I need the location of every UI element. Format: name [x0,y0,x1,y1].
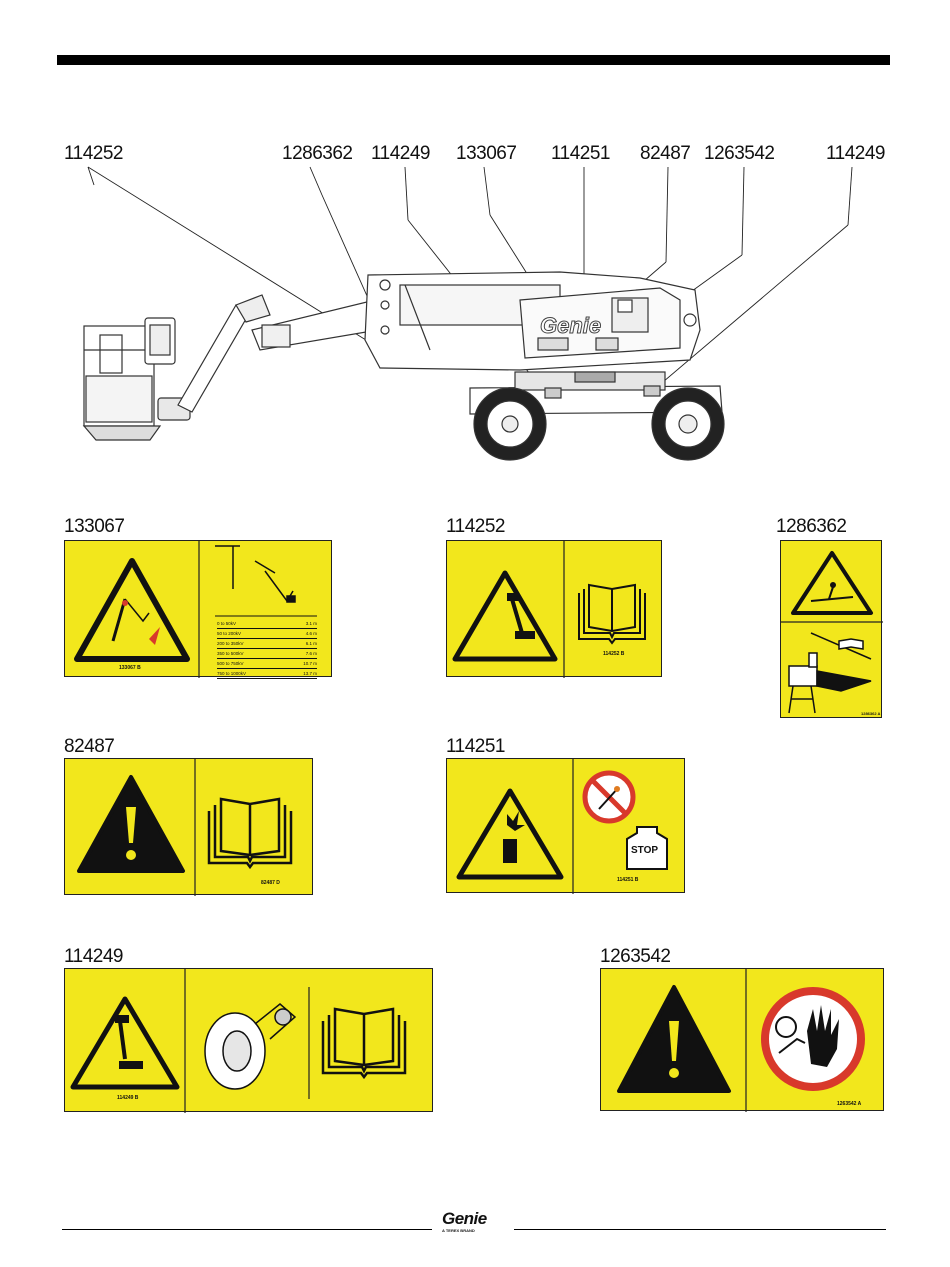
crush-hazard-warning-icon [70,996,180,1090]
callout-114252: 114252 [64,143,124,164]
callout-114249-rear: 114249 [826,143,886,164]
stop-engine-icon [626,826,668,870]
decal-114249-title: 114249 [64,946,124,967]
callout-1263542: 1263542 [704,143,775,164]
manual-book-icon [207,797,293,870]
decal-1286362: 1286362 A [780,540,883,718]
callout-82487: 82487 [640,143,691,164]
decal-82487-title: 82487 [64,736,115,757]
footer-rule-left [62,1229,432,1230]
decal-114251-title: 114251 [446,736,506,757]
machine-brand: Genie [540,313,601,338]
manual-book-icon [321,1007,407,1080]
callout-114251: 114251 [551,143,611,164]
power-line-clearance-icon [215,545,296,603]
decal-114251: STOP 114251 B [446,758,685,894]
decal-code: 1263542 A [837,1101,862,1107]
do-not-touch-icon [761,987,865,1091]
tire-and-wheel-icon [204,1003,297,1090]
decal-114252: 114252 B [446,540,662,678]
decal-114252-title: 114252 [446,516,506,537]
decal-code: 1286362 A [861,711,881,716]
decal-1286362-title: 1286362 [776,516,847,537]
explosion-hazard-warning-icon [456,788,564,880]
decal-114249: 114249 B [64,968,433,1113]
fall-hazard-warning-icon [791,551,873,615]
callout-1286362: 1286362 [282,143,353,164]
platform-manual-icon [788,632,872,714]
stop-text: STOP [631,845,659,856]
decal-133067-title: 133067 [64,516,125,537]
general-warning-icon [617,985,731,1093]
decal-1263542-title: 1263542 [600,946,671,967]
decal-code: 133067 B [119,665,141,671]
decal-code: 114249 B [117,1095,139,1101]
decal-1263542: 1263542 A [600,968,884,1112]
callout-133067: 133067 [456,143,517,164]
header-rule [57,55,890,65]
manual-book-icon [578,583,646,645]
decal-code: 114252 B [603,651,625,657]
boom-lift-diagram: Genie [82,166,853,461]
decal-code: 114251 B [617,877,639,883]
electrocution-warning-icon [74,558,190,662]
decal-code: 82487 D [261,880,280,886]
decal-82487: 82487 D [64,758,313,896]
footer-rule-right [514,1229,886,1230]
callout-114249: 114249 [371,143,431,164]
general-warning-icon [77,775,185,873]
genie-logo: Genie A TEREX BRAND [442,1209,487,1234]
tip-over-warning-icon [452,570,558,662]
no-smoking-icon [582,770,636,824]
